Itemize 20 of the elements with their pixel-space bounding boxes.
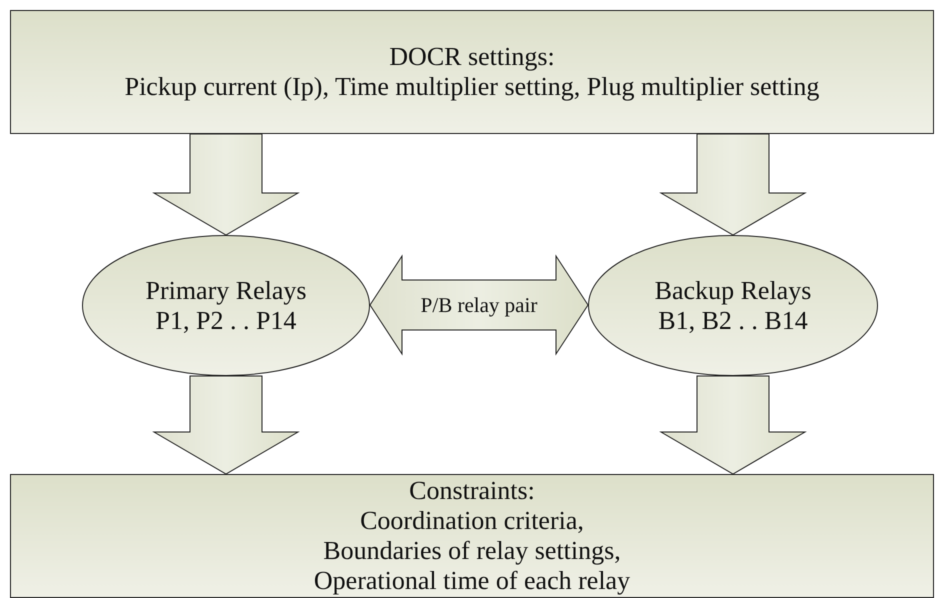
block-arrow — [659, 134, 807, 236]
block-arrow — [152, 134, 300, 236]
edge-label: P/B relay pair — [420, 293, 538, 317]
node-text: P1, P2 . . P14 — [156, 306, 296, 336]
block-arrow — [152, 376, 300, 475]
rectangle-node — [10, 10, 934, 134]
block-arrow — [369, 254, 589, 356]
node-heading: Primary Relays — [145, 276, 307, 306]
rectangle-node — [10, 474, 934, 598]
node-heading: Constraints: — [409, 476, 535, 506]
ellipse-node — [82, 235, 370, 376]
node-text: Boundaries of relay settings, — [323, 536, 621, 566]
node-text: Operational time of each relay — [314, 566, 630, 596]
node-text: Pickup current (Ip), Time multiplier setting, Plug multiplier setting — [124, 72, 820, 102]
node-text: B1, B2 . . B14 — [658, 306, 808, 336]
node-text: Coordination criteria, — [360, 506, 584, 536]
block-arrow — [659, 376, 807, 475]
node-heading: DOCR settings: — [389, 42, 555, 72]
ellipse-node — [588, 235, 878, 376]
node-heading: Backup Relays — [654, 276, 812, 306]
